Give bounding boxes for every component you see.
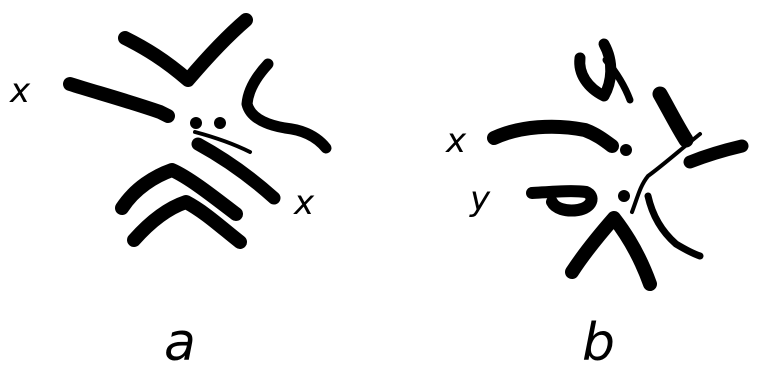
- chromosome-b-top-loop: [580, 44, 611, 96]
- label-b-y: y: [469, 179, 491, 219]
- chromosome-b-y: [532, 191, 592, 210]
- chromosome-b-lower-v: [572, 218, 650, 284]
- chromosome-a-upper-v: [125, 20, 246, 80]
- chromosome-a-right-hook: [247, 64, 326, 148]
- dot-chromosome-a-1: [190, 117, 202, 129]
- panel-label-a: a: [164, 313, 196, 367]
- dot-chromosome-b-1: [620, 144, 632, 156]
- label-a-x-right: x: [293, 183, 315, 223]
- panel-a: [70, 20, 326, 242]
- chromosome-b-right-lower: [648, 196, 700, 256]
- chromosome-b-far-right: [690, 146, 742, 162]
- chromosome-b-x: [494, 127, 612, 146]
- chromosome-a-x-left: [70, 84, 168, 116]
- dot-chromosome-b-2: [618, 190, 630, 202]
- dot-chromosome-a-2: [214, 117, 226, 129]
- label-b-x: x: [445, 121, 467, 161]
- panel-label-b: b: [582, 313, 615, 367]
- chromosome-b-right-drop: [660, 94, 686, 140]
- label-a-x-left: x: [9, 71, 31, 111]
- panel-b: [494, 44, 742, 284]
